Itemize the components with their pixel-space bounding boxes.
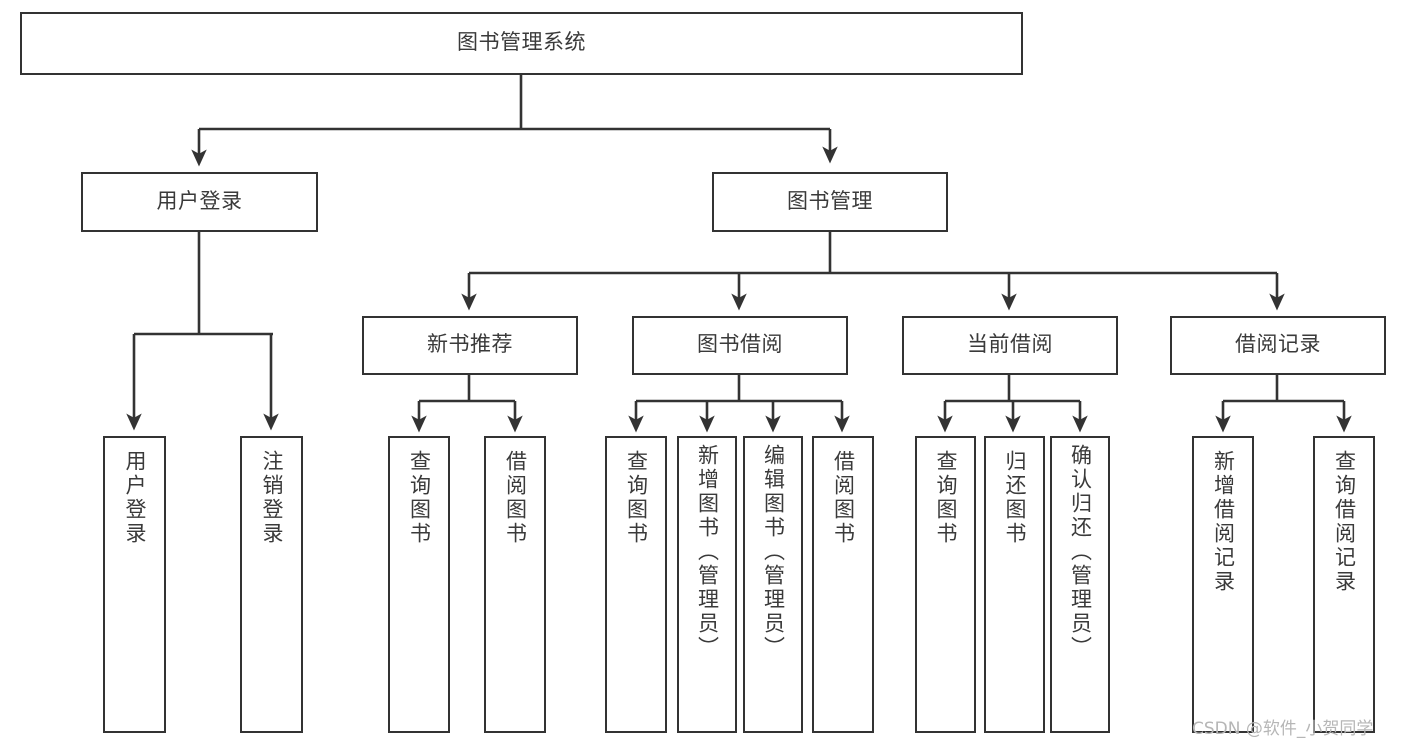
node-label: 用户登录 xyxy=(123,450,146,546)
node-label: 查询图书 xyxy=(624,450,648,546)
node-current-borrow[interactable]: 当前借阅 xyxy=(902,316,1118,375)
node-leaf-return-book[interactable]: 归还图书 xyxy=(984,436,1045,733)
node-root-book-management-system[interactable]: 图书管理系统 xyxy=(20,12,1023,75)
node-user-login[interactable]: 用户登录 xyxy=(81,172,318,232)
node-leaf-confirm-return-admin[interactable]: 确认归还（管理员） xyxy=(1050,436,1110,733)
node-leaf-borrow-book[interactable]: 借阅图书 xyxy=(812,436,874,733)
node-label: 新书推荐 xyxy=(427,333,513,357)
node-label: 用户登录 xyxy=(156,189,243,213)
node-leaf-query-book-borrow[interactable]: 查询图书 xyxy=(605,436,667,733)
node-leaf-add-book-admin[interactable]: 新增图书（管理员） xyxy=(677,436,737,733)
node-label: 新增图书（管理员） xyxy=(695,444,719,660)
node-label: 图书管理 xyxy=(787,189,873,213)
node-label: 查询图书 xyxy=(407,450,431,546)
node-leaf-borrow-book-recommend[interactable]: 借阅图书 xyxy=(484,436,546,733)
node-label: 图书借阅 xyxy=(697,333,783,357)
node-borrow-record[interactable]: 借阅记录 xyxy=(1170,316,1386,375)
node-leaf-add-borrow-record[interactable]: 新增借阅记录 xyxy=(1192,436,1254,733)
node-label: 查询借阅记录 xyxy=(1332,450,1356,594)
node-label: 借阅记录 xyxy=(1235,333,1321,357)
node-leaf-logout[interactable]: 注销登录 xyxy=(240,436,303,733)
node-leaf-query-book-recommend[interactable]: 查询图书 xyxy=(388,436,450,733)
node-label: 图书管理系统 xyxy=(457,31,586,55)
node-leaf-query-borrow-record[interactable]: 查询借阅记录 xyxy=(1313,436,1375,733)
node-book-borrow[interactable]: 图书借阅 xyxy=(632,316,848,375)
node-label: 借阅图书 xyxy=(503,450,527,546)
node-label: 当前借阅 xyxy=(967,333,1053,357)
node-label: 归还图书 xyxy=(1003,450,1026,546)
node-book-management[interactable]: 图书管理 xyxy=(712,172,948,232)
node-leaf-user-login[interactable]: 用户登录 xyxy=(103,436,166,733)
node-leaf-edit-book-admin[interactable]: 编辑图书（管理员） xyxy=(743,436,803,733)
node-label: 借阅图书 xyxy=(831,450,855,546)
node-leaf-query-book-current[interactable]: 查询图书 xyxy=(915,436,976,733)
node-label: 查询图书 xyxy=(934,450,957,546)
node-label: 编辑图书（管理员） xyxy=(761,444,785,660)
node-label: 确认归还（管理员） xyxy=(1068,444,1092,660)
node-label: 注销登录 xyxy=(260,450,283,546)
node-label: 新增借阅记录 xyxy=(1211,450,1235,594)
node-new-book-recommend[interactable]: 新书推荐 xyxy=(362,316,578,375)
csdn-watermark: CSDN @软件_小贺同学 xyxy=(1192,719,1374,739)
